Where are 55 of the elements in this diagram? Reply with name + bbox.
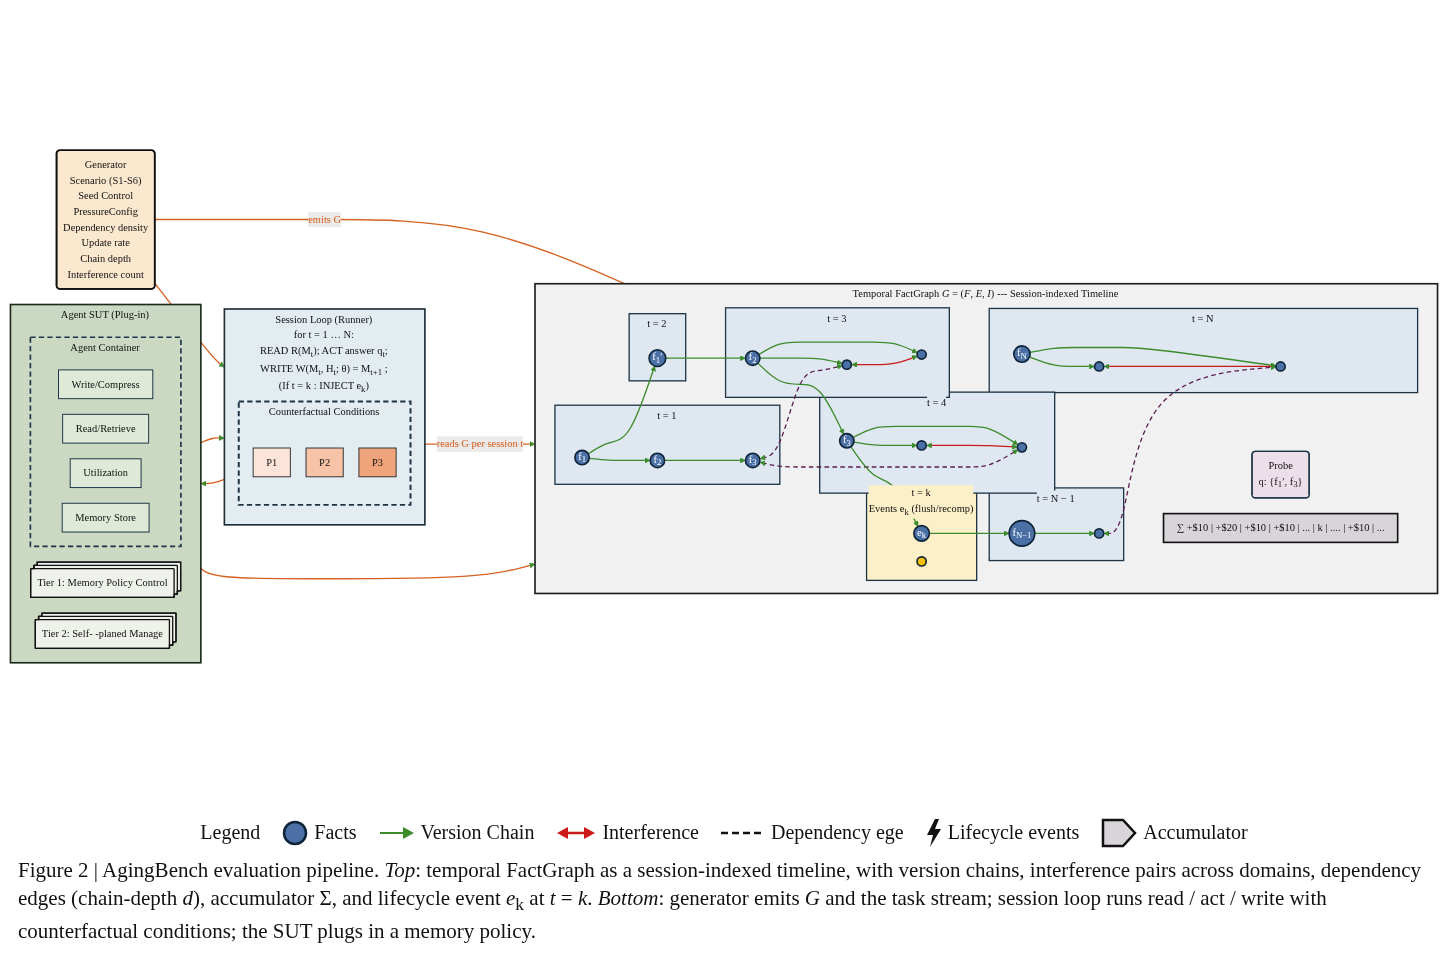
arrow [200,562,536,580]
node-circle [916,440,927,452]
node-circle [841,359,853,371]
arrow [1028,356,1095,370]
arrow [588,457,651,464]
node-circle: f$_{N−1}$ [1008,520,1036,548]
arrow [928,530,1010,537]
legend-label: Version Chain [420,821,535,844]
arrow [759,364,843,461]
arrow [926,442,1018,450]
node-circle: f$_{3}$ [744,452,761,469]
node-box: P1 [252,447,291,478]
node-circle [1093,361,1105,373]
node-box: Utilization [69,458,142,489]
node-circle [1275,361,1286,373]
node-box: Read/Retrieve [62,414,150,444]
edge-label: emits G [308,213,342,226]
legend-label: Lifecycle events [947,821,1080,844]
arrow [663,457,746,464]
legend-label: Facts [314,821,357,844]
node-circle: f$_{3}$ [838,433,855,450]
node-circle: f$_{1}$ [574,449,591,466]
arrow [757,362,845,435]
arrow [200,435,225,444]
arrow [851,355,918,368]
node-circle: e$_{k}$ [913,525,931,543]
node-circle: f$_{N}$ [1012,345,1031,364]
legend-label: Interference [602,821,699,844]
node-circle [1093,528,1105,540]
node-circle: f$_{2}$ [649,452,666,469]
arrow [853,441,918,449]
figure-caption: Figure 2 | AgingBench evaluation pipeline. Top: temporal FactGraph as a session-indexed timeline, with version chains, interference pairs across domains, dependency edges (chain-depth d), accumulator Σ, and lifecycle event e$_{k}$ at t = k. Bottom: generator emits G and the task stream; session loop runs read / act / write with counterfactual conditions; the SUT plugs in a memory policy. [17,856,1423,945]
arrow [759,357,843,366]
node-box: Write/Compress [58,369,154,400]
legend-label: Accumulator [1143,821,1248,844]
node-circle [916,556,927,568]
node-circle: f$_{2}$ [744,350,761,367]
arrow [758,341,918,356]
legend-title: Legend [200,821,261,844]
arrow [852,426,1019,446]
node-box: ∑ +$10 | +$20 | +$10 | +$10 | ... | k | .... | +$10 | ... [1162,513,1399,544]
arrow [587,366,656,455]
node-circle [916,349,927,361]
node-box: P2 [305,447,344,478]
node-circle [1016,442,1028,453]
arrow [1034,530,1095,537]
node-circle: f$_{1}$′ [648,349,667,368]
arrow [1029,347,1277,369]
legend-label: Dependency ege [771,821,904,844]
node-box: P3 [358,447,397,478]
arrow [1103,364,1277,537]
node-box: Memory Store [61,503,150,533]
edge-label: reads G per session t [436,438,524,450]
arrow [759,449,1019,468]
arrow [665,355,746,362]
